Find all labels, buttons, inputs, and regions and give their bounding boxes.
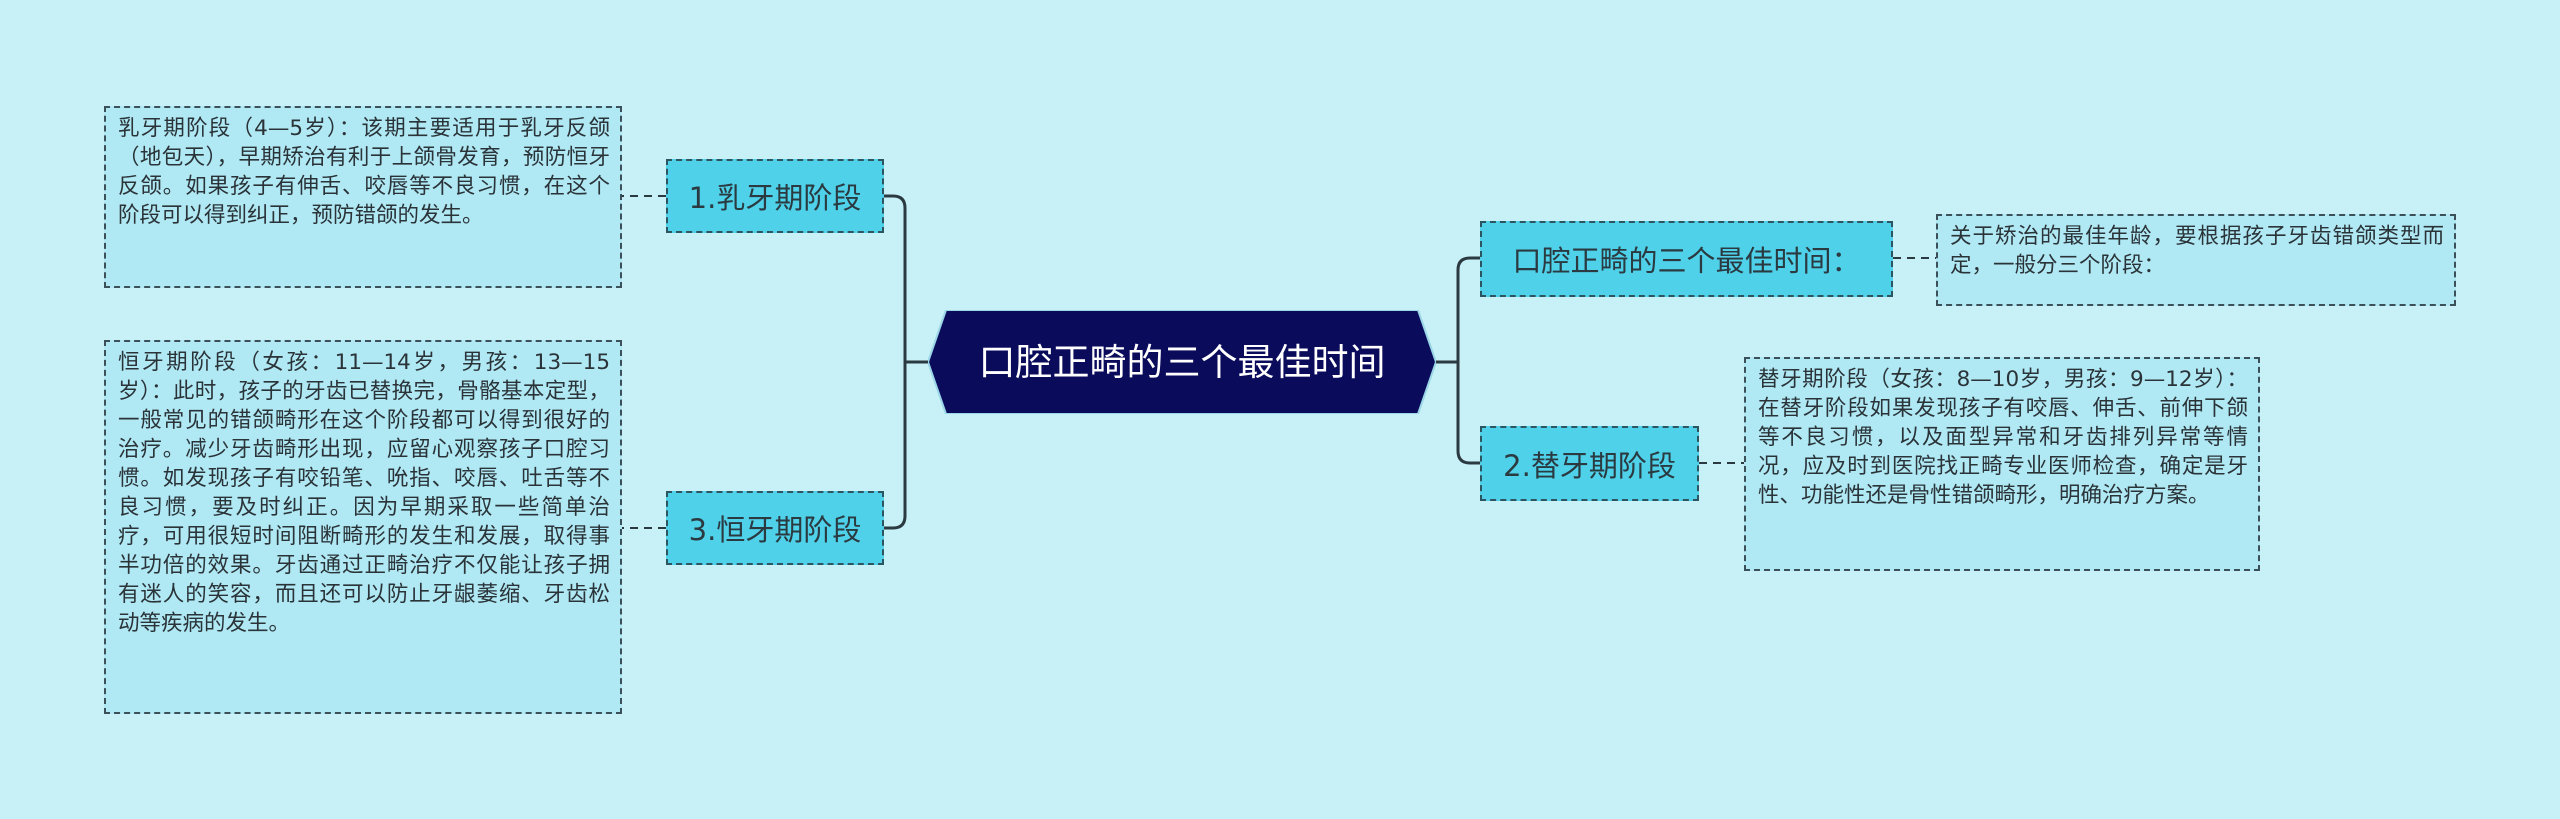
- branch-three-best-times[interactable]: 口腔正畸的三个最佳时间：: [1480, 221, 1893, 297]
- connector-right-trunk: [1456, 256, 1480, 362]
- leaf-permanent-teeth-detail[interactable]: 恒牙期阶段（女孩：11—14岁，男孩：13—15岁）：此时，孩子的牙齿已替换完，…: [104, 340, 622, 714]
- branch-label: 2.替牙期阶段: [1503, 448, 1676, 483]
- branch-mixed-dentition-stage[interactable]: 2.替牙期阶段: [1480, 426, 1699, 501]
- leaf-text: 乳牙期阶段（4—5岁）：该期主要适用于乳牙反颌（地包天），早期矫治有利于上颌骨发…: [118, 116, 610, 228]
- leaf-text: 关于矫治的最佳年龄，要根据孩子牙齿错颌类型而定，一般分三个阶段：: [1950, 224, 2444, 278]
- branch-deciduous-teeth-stage[interactable]: 1.乳牙期阶段: [666, 159, 884, 233]
- branch-label: 1.乳牙期阶段: [688, 181, 862, 215]
- connector-left-trunk: [883, 194, 907, 362]
- leaf-text: 替牙期阶段（女孩：8—10岁，男孩：9—12岁）：在替牙阶段如果发现孩子有咬唇、…: [1758, 367, 2248, 508]
- branch-label: 口腔正畸的三个最佳时间：: [1512, 244, 1861, 278]
- leaf-deciduous-teeth-detail[interactable]: 乳牙期阶段（4—5岁）：该期主要适用于乳牙反颌（地包天），早期矫治有利于上颌骨发…: [104, 106, 622, 288]
- branch-label: 3.恒牙期阶段: [688, 513, 862, 547]
- leaf-three-best-times-detail[interactable]: 关于矫治的最佳年龄，要根据孩子牙齿错颌类型而定，一般分三个阶段：: [1936, 214, 2456, 306]
- leaf-mixed-dentition-detail[interactable]: 替牙期阶段（女孩：8—10岁，男孩：9—12岁）：在替牙阶段如果发现孩子有咬唇、…: [1744, 357, 2260, 571]
- central-topic-title: 口腔正畸的三个最佳时间: [978, 340, 1386, 384]
- leaf-text: 恒牙期阶段（女孩：11—14岁，男孩：13—15岁）：此时，孩子的牙齿已替换完，…: [118, 350, 610, 636]
- central-topic-shape: [928, 310, 1436, 414]
- branch-permanent-teeth-stage[interactable]: 3.恒牙期阶段: [666, 491, 884, 565]
- central-topic[interactable]: 口腔正畸的三个最佳时间: [928, 310, 1436, 414]
